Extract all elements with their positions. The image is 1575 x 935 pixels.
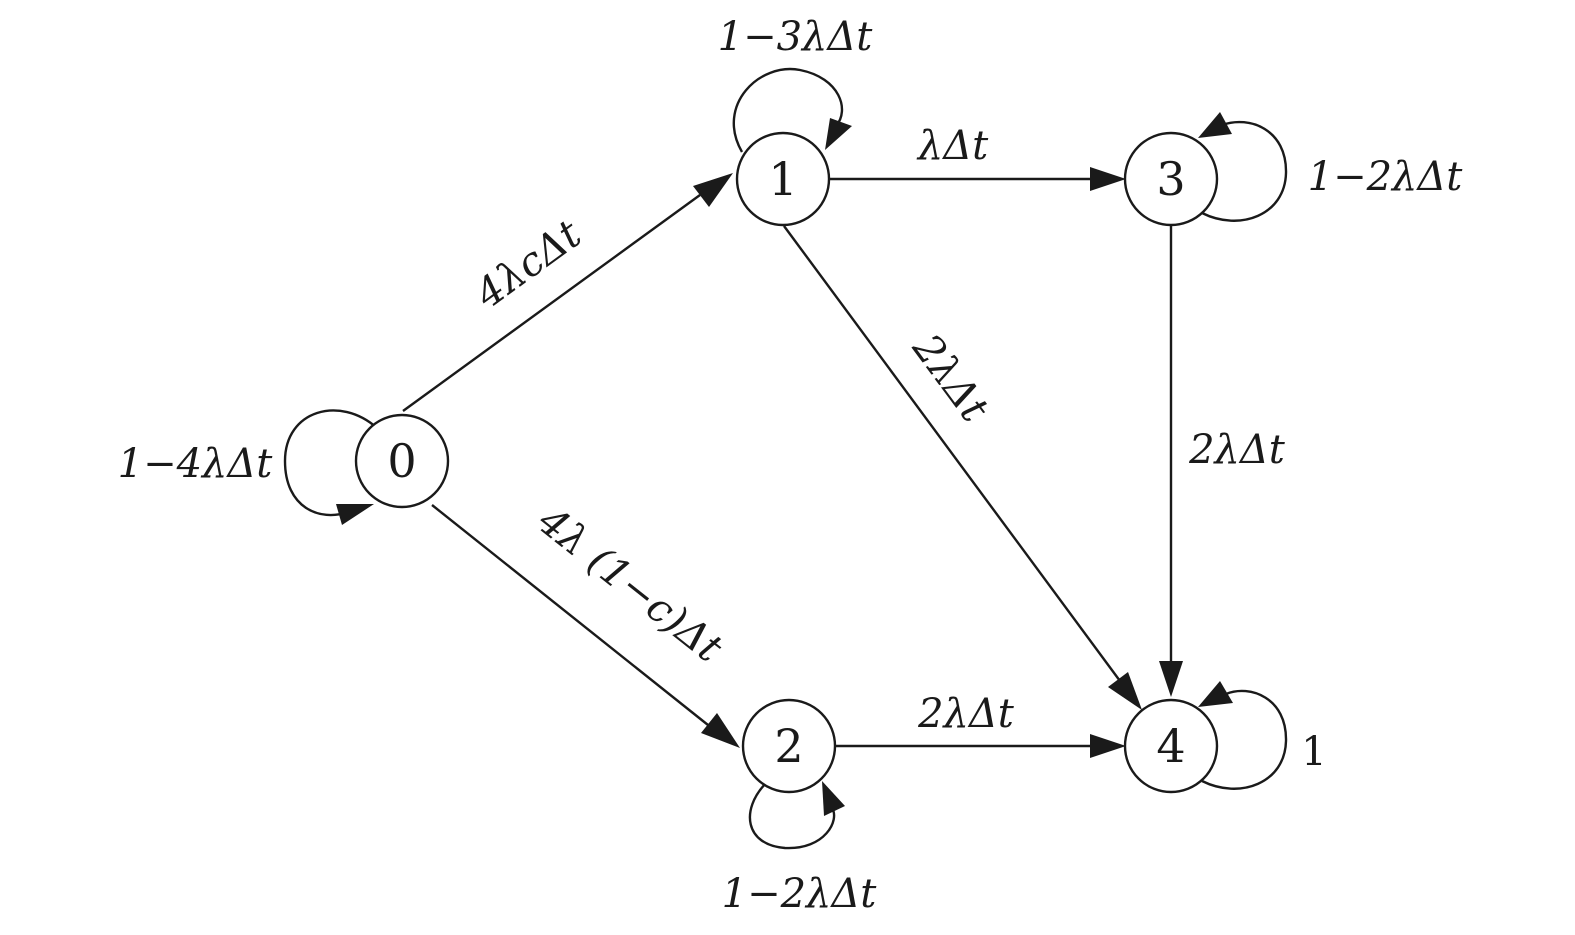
edge-label-2-to-4: 2λΔt xyxy=(917,691,1015,737)
node-label-4: 4 xyxy=(1156,719,1185,773)
arrowhead-loop-2 xyxy=(822,781,845,816)
edge-2-to-4 xyxy=(836,734,1126,758)
edge-label-1-to-4: 2λΔt xyxy=(903,325,998,431)
node-3: 3 xyxy=(1123,131,1219,227)
arrowhead-loop-4 xyxy=(1198,681,1233,707)
self-loop-4 xyxy=(1198,681,1288,790)
arrowhead-loop-1 xyxy=(825,118,852,150)
nodes: 0 1 2 3 4 xyxy=(354,131,1219,794)
arrowhead-3-to-4 xyxy=(1159,661,1183,697)
self-loop-3 xyxy=(1198,112,1288,222)
node-4: 4 xyxy=(1123,698,1219,794)
self-loop-1 xyxy=(732,67,852,153)
edge-1-to-3 xyxy=(830,167,1126,191)
node-label-3: 3 xyxy=(1156,152,1185,206)
self-loop-0 xyxy=(283,409,378,525)
arrowhead-loop-3 xyxy=(1198,112,1232,138)
arrowhead-0-to-1 xyxy=(693,173,733,207)
arrowhead-1-to-4 xyxy=(1108,672,1142,710)
node-2: 2 xyxy=(741,698,837,794)
edge-label-0-to-1: 4λcΔt xyxy=(466,211,590,319)
self-loop-2 xyxy=(748,781,845,850)
arrowhead-2-to-4 xyxy=(1090,734,1126,758)
edge-0-to-1 xyxy=(402,173,733,412)
node-label-2: 2 xyxy=(774,719,803,773)
self-loop-label-0: 1−4λΔt xyxy=(118,441,274,487)
edge-label-1-to-3: λΔt xyxy=(916,123,989,169)
edge-label-0-to-2: 4λ (1−c)Δt xyxy=(528,497,731,672)
self-loops xyxy=(283,67,1288,850)
self-loop-label-3: 1−2λΔt xyxy=(1308,154,1464,200)
arrowhead-0-to-2 xyxy=(701,713,740,748)
arrowhead-loop-0 xyxy=(336,504,374,525)
edge-0-to-2 xyxy=(431,504,740,748)
edge-1-to-4 xyxy=(783,225,1142,710)
edges xyxy=(402,167,1183,758)
node-label-0: 0 xyxy=(387,434,416,488)
self-loop-label-4: 1 xyxy=(1301,729,1326,775)
edge-label-3-to-4: 2λΔt xyxy=(1188,427,1286,473)
node-label-1: 1 xyxy=(768,152,797,206)
self-loop-labels: 1−4λΔt 1−3λΔt 1−2λΔt 1−2λΔt 1 xyxy=(118,14,1464,917)
self-loop-label-2: 1−2λΔt xyxy=(722,871,878,917)
node-0: 0 xyxy=(354,413,450,509)
node-1: 1 xyxy=(735,131,831,227)
self-loop-label-1: 1−3λΔt xyxy=(718,14,874,60)
edge-3-to-4 xyxy=(1159,226,1183,697)
arrowhead-1-to-3 xyxy=(1090,167,1126,191)
